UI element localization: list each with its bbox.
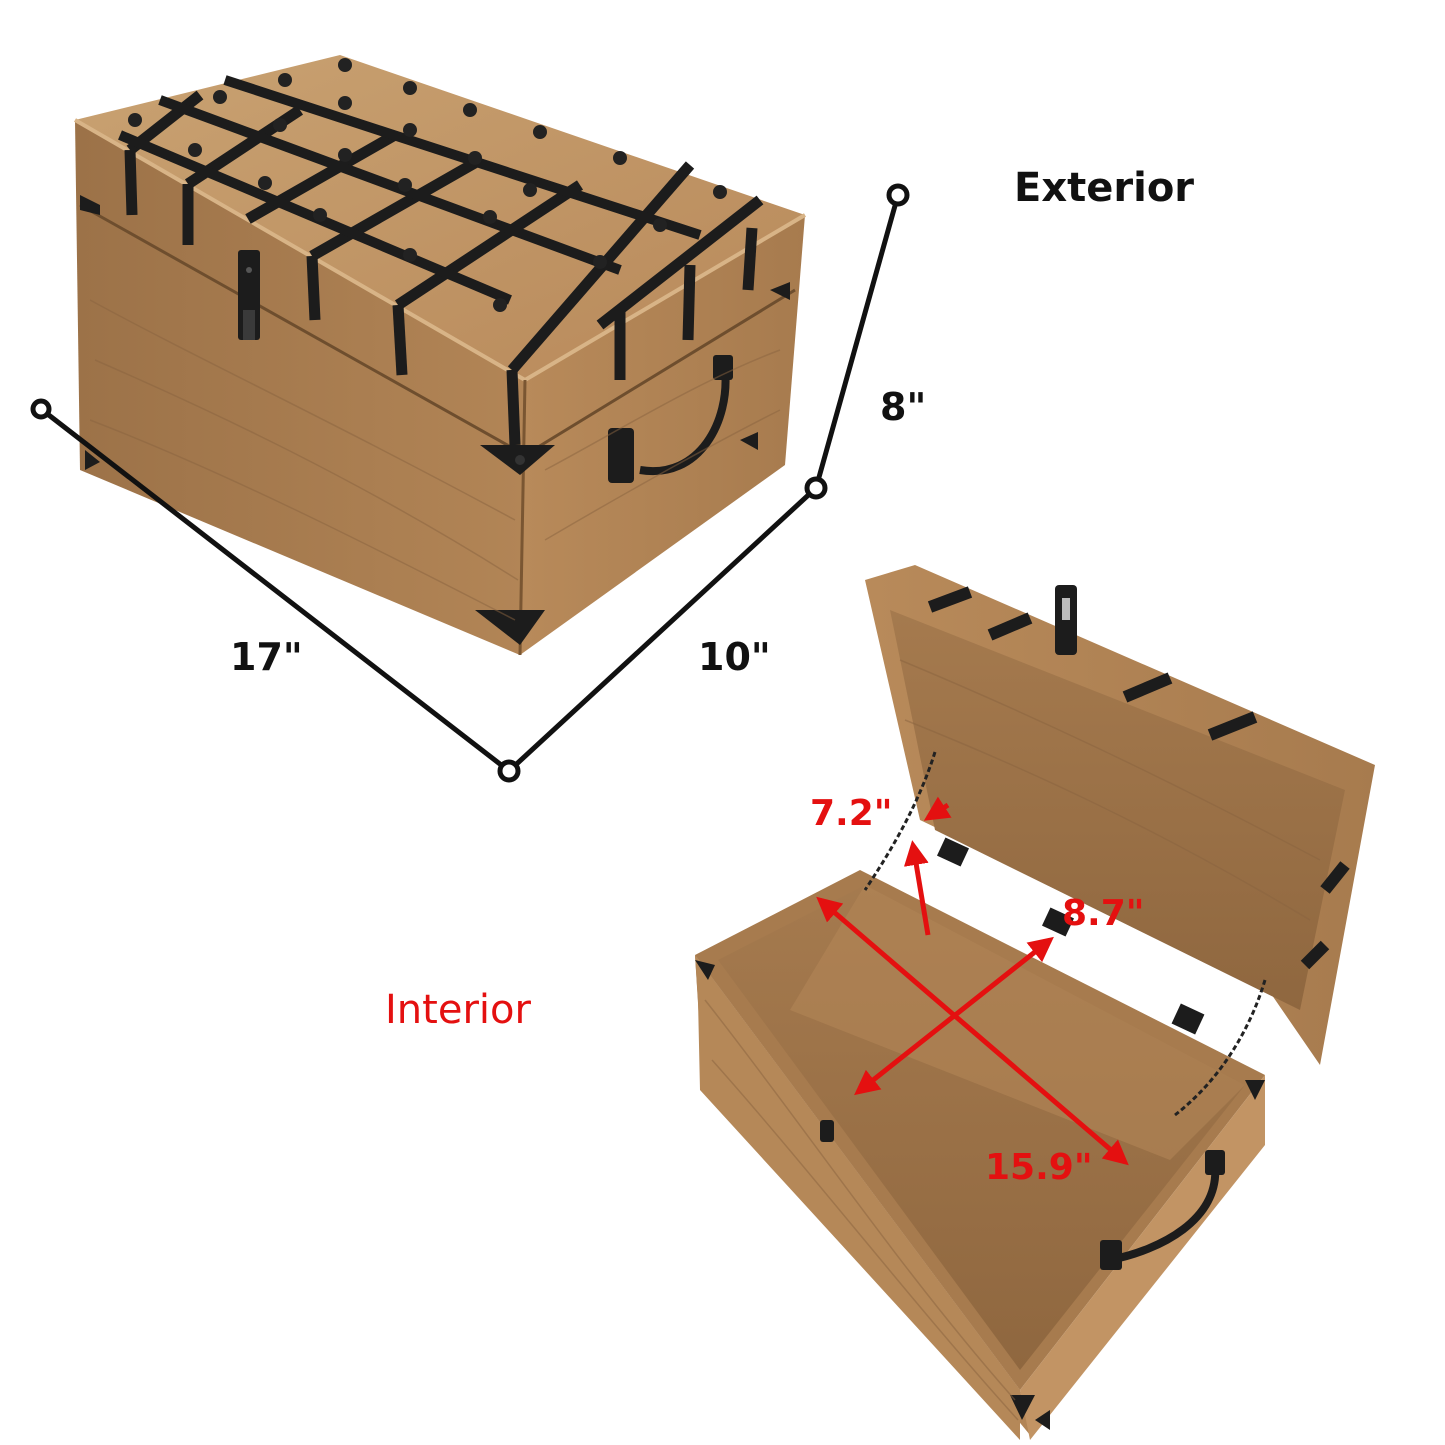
- open-chest: [695, 565, 1375, 1440]
- corner-brackets: [80, 195, 790, 645]
- side-handle: [608, 355, 733, 483]
- lid-chains: [863, 751, 1267, 1117]
- chest-front-face: [75, 120, 525, 655]
- interior-length-label: 15.9": [985, 1147, 1093, 1188]
- front-latch: [238, 250, 260, 340]
- open-lid-latch: [1055, 585, 1077, 655]
- interior-width-arrow: [854, 936, 1054, 1096]
- exterior-height-label: 8": [880, 385, 927, 429]
- exterior-width-label: 10": [698, 635, 771, 679]
- exterior-title: Exterior: [1014, 165, 1195, 211]
- chest-side-face: [520, 215, 805, 655]
- closed-chest: [73, 55, 807, 656]
- interior-height-label: 7.2": [810, 793, 893, 834]
- interior-height-arrow: [903, 840, 931, 936]
- exterior-length-label: 17": [230, 635, 303, 679]
- interior-height-pointer: [923, 796, 952, 821]
- interior-dimension-arrows: [816, 796, 1129, 1166]
- open-box-handle: [1100, 1150, 1225, 1270]
- interior-title: Interior: [385, 987, 531, 1033]
- interior-width-label: 8.7": [1062, 893, 1145, 934]
- exterior-dimension-lines: [30, 183, 910, 783]
- lid-studs: [128, 58, 727, 312]
